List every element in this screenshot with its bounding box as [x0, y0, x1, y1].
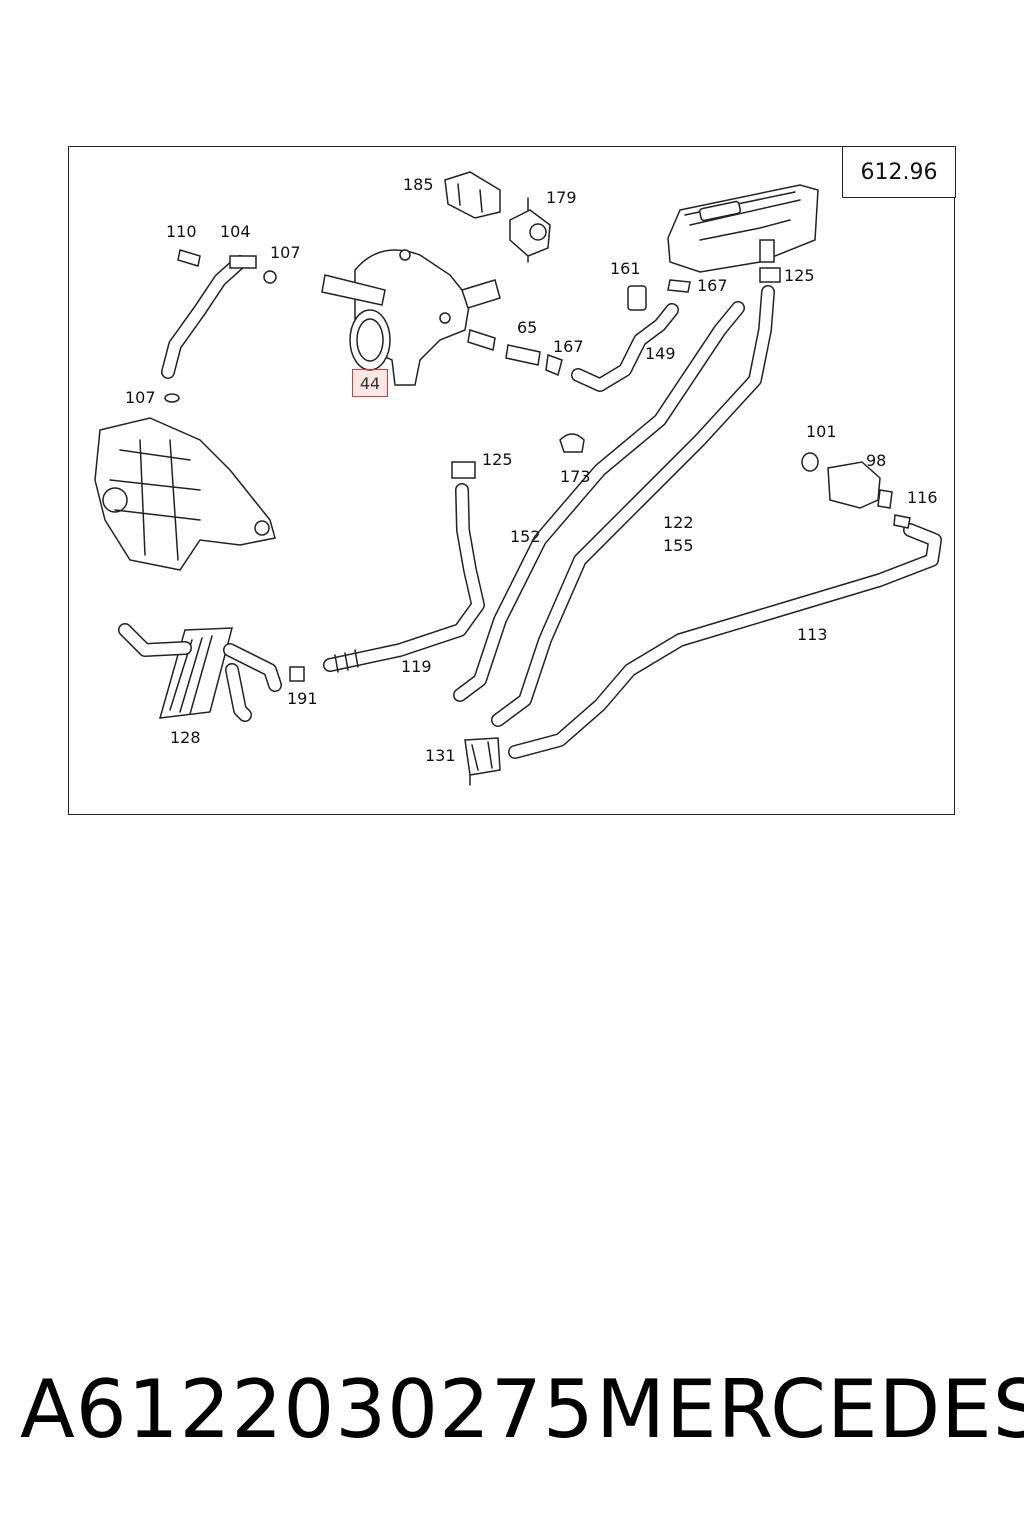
hose-152-122-155	[453, 267, 781, 727]
highlighted-callout-44: 44	[352, 369, 388, 397]
callout-128: 128	[170, 728, 201, 747]
callout-107-mid: 107	[125, 388, 156, 407]
callout-167-mid: 167	[553, 337, 584, 356]
callout-131: 131	[425, 746, 456, 765]
callout-191: 191	[287, 689, 318, 708]
manifold-block	[667, 184, 819, 273]
callout-101: 101	[806, 422, 837, 441]
reference-code-box: 612.96	[842, 146, 956, 198]
clip-173	[559, 433, 585, 453]
callout-155: 155	[663, 536, 694, 555]
part-number: A6122030275	[20, 1363, 595, 1456]
callout-44-label: 44	[359, 373, 381, 393]
callout-116: 116	[907, 488, 938, 507]
callout-161: 161	[610, 259, 641, 278]
callout-107-top: 107	[270, 243, 301, 262]
connector-65	[505, 344, 563, 377]
bracket-131	[464, 737, 501, 786]
clamp-191	[289, 666, 305, 682]
diagram-frame	[68, 146, 955, 815]
callout-173: 173	[560, 467, 591, 486]
engine-block	[94, 417, 276, 571]
brand-name: MERCEDES	[596, 1363, 1024, 1456]
callout-110: 110	[166, 222, 197, 241]
hose-149	[571, 279, 691, 392]
pipe-104	[161, 249, 277, 403]
thermostat-housing	[321, 249, 501, 386]
hose-113	[508, 523, 942, 759]
parts-diagram	[94, 171, 942, 786]
hose-119	[323, 461, 485, 673]
callout-167-top: 167	[697, 276, 728, 295]
callout-125-mid: 125	[482, 450, 513, 469]
callout-185: 185	[403, 175, 434, 194]
heat-exchanger-128	[118, 623, 282, 722]
callout-152: 152	[510, 527, 541, 546]
callout-104: 104	[220, 222, 251, 241]
callout-149: 149	[645, 344, 676, 363]
callout-98: 98	[866, 451, 887, 470]
valve-179	[509, 197, 551, 263]
callout-122: 122	[663, 513, 694, 532]
callout-113: 113	[797, 625, 828, 644]
callout-119: 119	[401, 657, 432, 676]
clip-185	[444, 171, 501, 219]
valve-98	[801, 452, 911, 529]
callout-65: 65	[517, 318, 538, 337]
reference-code: 612.96	[860, 159, 938, 185]
callout-179: 179	[546, 188, 577, 207]
callout-125-top: 125	[784, 266, 815, 285]
